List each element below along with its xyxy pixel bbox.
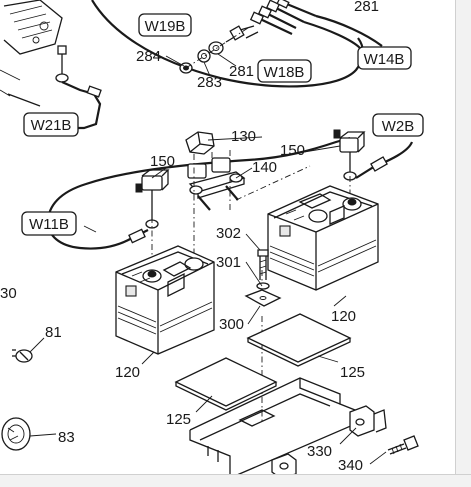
label-301: 301 <box>216 254 241 271</box>
cable-w21b-sleeve <box>86 85 102 98</box>
label-140: 140 <box>252 159 277 176</box>
label-120-right: 120 <box>331 308 356 325</box>
terminal-bolt-top-left <box>55 45 69 83</box>
wire-tag-w14b-text: W14B <box>364 51 405 68</box>
pad-right-edge <box>247 338 351 367</box>
cable-w21b <box>61 80 102 130</box>
wire-tag-w19b-text: W19B <box>145 18 186 35</box>
wire-tag-w19b: W19B <box>138 13 192 37</box>
label-281: 281 <box>229 63 254 80</box>
wire-tag-w21b-text: W21B <box>31 117 72 134</box>
part-labels: 281 284 283 281 130 150 140 150 302 301 … <box>0 0 379 474</box>
label-284: 284 <box>136 48 161 65</box>
page-edge-bottom <box>0 474 471 487</box>
leader-lines <box>29 53 387 465</box>
label-330: 330 <box>307 443 332 460</box>
label-130: 130 <box>231 128 256 145</box>
bolt-340 <box>387 435 419 455</box>
cable-bundle-top <box>239 0 383 49</box>
terminal-cap-left <box>135 169 170 229</box>
label-125-right: 125 <box>340 364 365 381</box>
wire-tag-w14b: W14B <box>357 46 412 70</box>
hold-down-bolt <box>244 249 282 307</box>
link-cover-130 <box>185 131 215 155</box>
cable-w21b-left <box>7 93 41 107</box>
wire-tag-w11b: W11B <box>21 211 77 236</box>
label-283: 283 <box>197 74 222 91</box>
cable-w11b <box>46 136 351 250</box>
terminal-cap-right <box>333 129 366 181</box>
label-81: 81 <box>45 324 62 341</box>
link-bar-140 <box>187 157 246 211</box>
label-340: 340 <box>338 457 363 474</box>
label-83: 83 <box>58 429 75 446</box>
wire-tag-w21b: W21B <box>23 112 79 137</box>
label-125-left: 125 <box>166 411 191 428</box>
wire-tag-w2b: W2B <box>372 113 424 137</box>
label-281-top: 281 <box>354 0 379 15</box>
wire-tag-w11b-text: W11B <box>29 216 69 233</box>
battery-left <box>115 245 215 355</box>
upper-left-module <box>0 0 63 97</box>
wire-tag-w18b-text: W18B <box>264 64 305 81</box>
cable-w2b <box>355 141 414 179</box>
grommet-83 <box>1 417 31 451</box>
label-300: 300 <box>219 316 244 333</box>
pad-left-edge <box>175 382 277 411</box>
battery-right <box>267 185 379 291</box>
label-150-right: 150 <box>280 142 305 159</box>
cable-w19b-loop <box>91 0 365 88</box>
cable-w2b-sleeve <box>370 156 388 172</box>
wire-tag-w2b-text: W2B <box>382 118 415 135</box>
wire-tag-w18b: W18B <box>257 59 312 83</box>
page-edge-right <box>455 0 471 486</box>
cable-w11b-sleeve <box>128 228 146 244</box>
clamp-330 <box>271 405 387 479</box>
label-302: 302 <box>216 225 241 242</box>
screw-81 <box>12 349 33 363</box>
label-30: 30 <box>0 285 17 302</box>
pad-left <box>174 357 278 407</box>
label-120-left: 120 <box>115 364 140 381</box>
label-150-left: 150 <box>150 153 175 170</box>
